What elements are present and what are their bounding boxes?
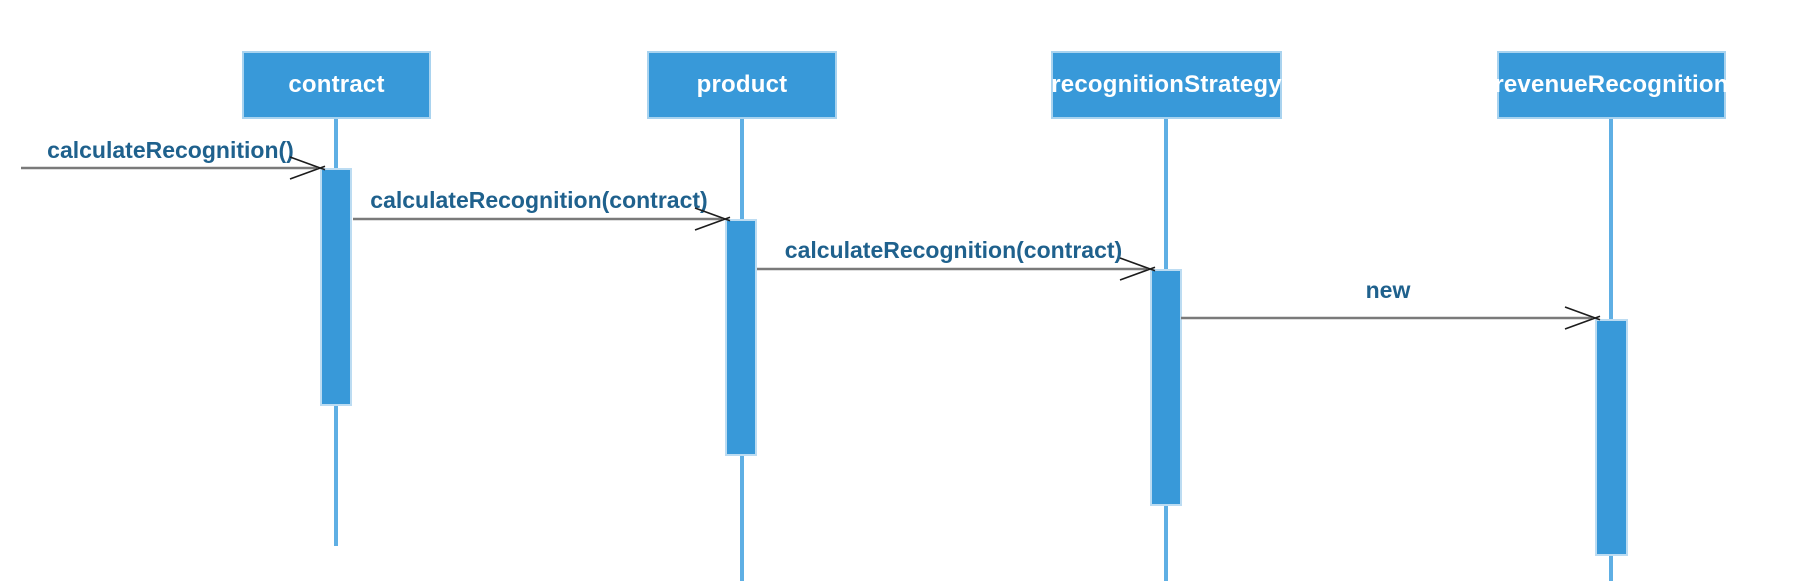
lifeline-head-product: product [647, 51, 837, 119]
message-label-calculate-recognition-contract-1: calculateRecognition(contract) [370, 187, 708, 213]
message-arrow-contract-to-product [353, 207, 731, 231]
message-arrow-external-to-contract [21, 156, 326, 180]
activation-bar-contract [320, 168, 352, 406]
message-label-calculate-recognition-contract-2: calculateRecognition(contract) [784, 237, 1123, 263]
activation-bar-recognition-strategy [1150, 269, 1182, 506]
lifeline-head-contract: contract [242, 51, 431, 119]
message-arrow-product-to-recognition-strategy [757, 257, 1156, 281]
message-label-calculate-recognition: calculateRecognition() [47, 137, 294, 163]
lifeline-label: recognitionStrategy [1051, 71, 1282, 98]
open-arrowhead-icon [694, 207, 731, 231]
open-arrowhead-icon [1564, 306, 1601, 330]
lifeline-head-recognition-strategy: recognitionStrategy [1051, 51, 1282, 119]
activation-bar-revenue-recognition [1595, 319, 1628, 556]
open-arrowhead-icon [289, 156, 326, 180]
open-arrowhead-icon [1119, 257, 1156, 281]
message-label-new: new [1365, 277, 1411, 303]
message-arrow-recognition-strategy-to-revenue-recognition [1181, 306, 1601, 330]
activation-bar-product [725, 219, 757, 456]
lifeline-label: contract [288, 71, 385, 98]
lifeline-label: product [696, 71, 788, 98]
lifeline-label: revenueRecognition [1494, 71, 1729, 98]
lifeline-head-revenue-recognition: revenueRecognition [1494, 51, 1729, 119]
